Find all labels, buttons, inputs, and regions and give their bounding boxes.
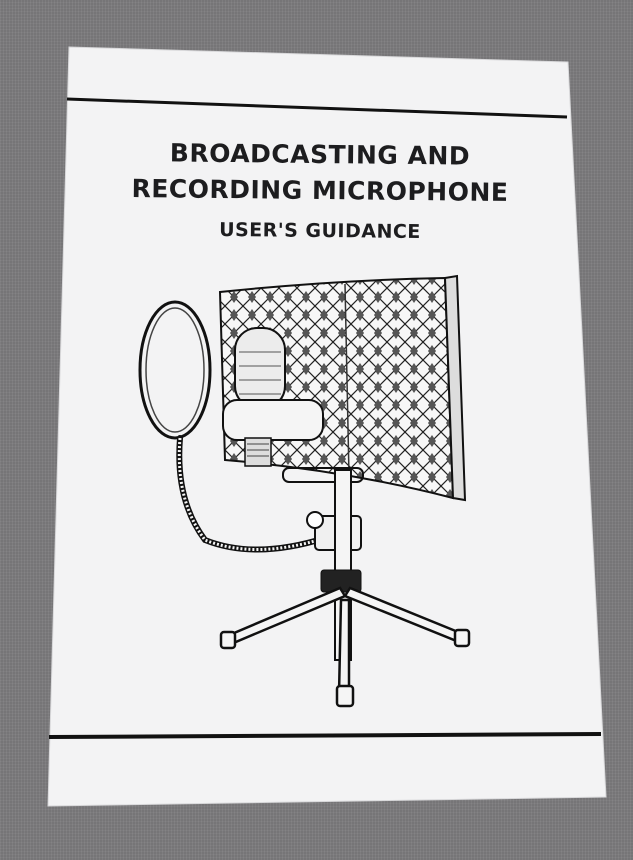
pop-filter (138, 300, 212, 440)
top-rule (66, 97, 568, 119)
title-line-2: RECORDING MICROPHONE (131, 174, 509, 207)
microphone-setup-illustration (138, 274, 471, 708)
bottom-rule (48, 732, 602, 739)
title-line-1: BROADCASTING AND (169, 138, 471, 171)
tripod-legs (219, 586, 471, 708)
microphone (222, 327, 324, 467)
mic-holder (282, 467, 364, 483)
